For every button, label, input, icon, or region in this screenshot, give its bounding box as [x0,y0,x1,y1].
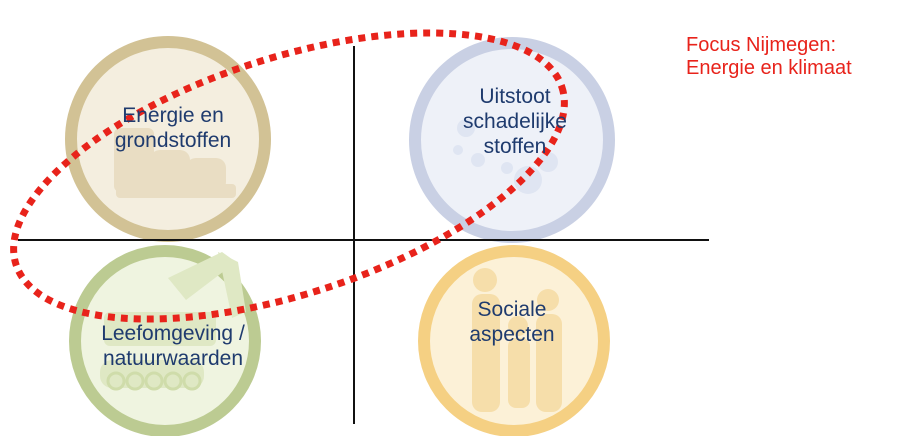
focus-ellipse [10,29,568,323]
excavator-wheels-icon [106,371,202,391]
label-energy: Energie en grondstoffen [88,103,258,153]
label-social: Sociale aspecten [432,297,592,347]
label-living-line-1: Leefomgeving / [101,322,245,345]
label-energy-line-2: grondstoffen [114,129,232,152]
energy-circle [65,36,271,242]
label-emission: Uitstoot schadelijke stoffen [432,84,598,159]
label-emission-line-3: stoffen [483,135,547,158]
focus-annotation: Focus Nijmegen: Energie en klimaat [686,34,852,80]
factory-icon [114,128,236,198]
label-living: Leefomgeving / natuurwaarden [78,321,268,371]
focus-line-2: Energie en klimaat [686,57,852,79]
label-energy-line-1: Energie en [122,104,224,127]
bubbles-icon [453,119,558,194]
label-emission-line-2: schadelijke [463,110,567,133]
label-living-line-2: natuurwaarden [102,347,244,370]
people-icon [472,268,562,412]
label-social-line-1: Sociale [477,298,547,321]
focus-line-1: Focus Nijmegen: [686,34,837,56]
label-social-line-2: aspecten [469,323,555,346]
label-emission-line-1: Uitstoot [479,85,551,108]
social-circle [418,245,610,436]
